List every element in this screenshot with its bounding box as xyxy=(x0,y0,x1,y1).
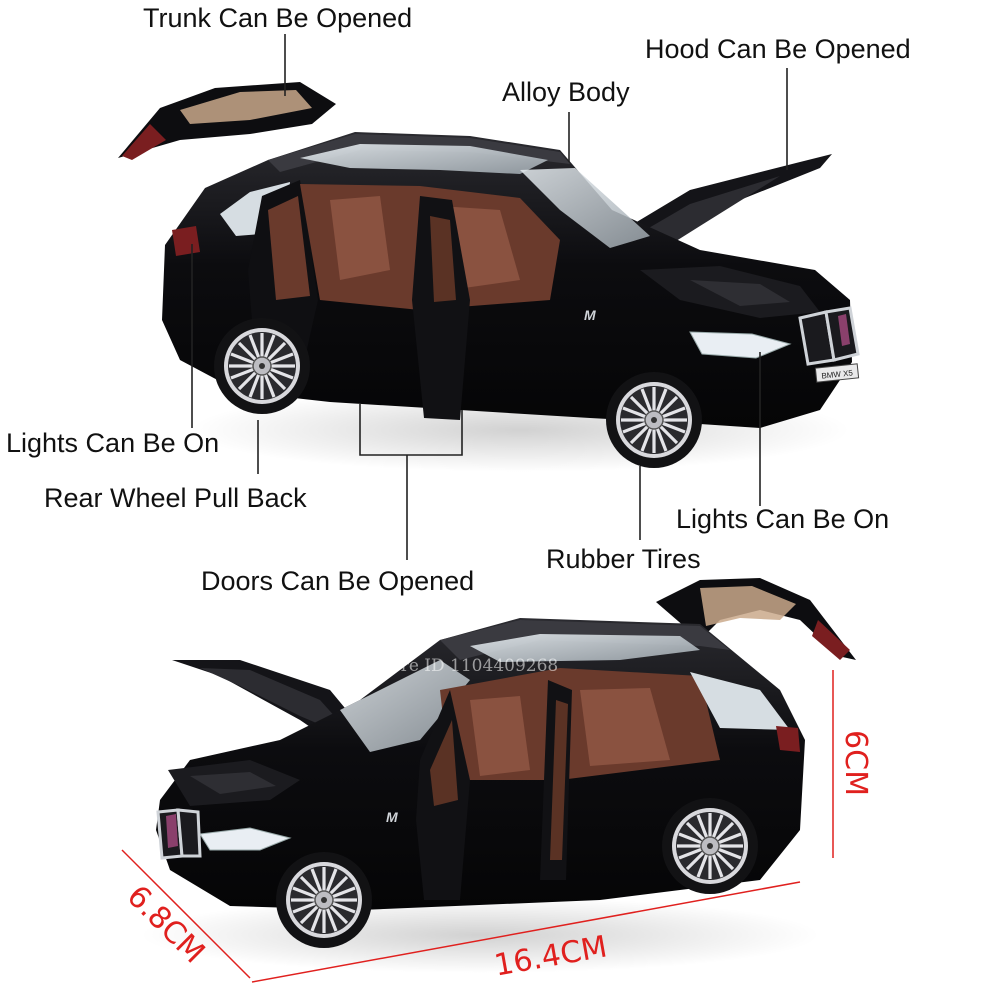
leader-lines xyxy=(191,34,788,560)
top-car-rear-wheel xyxy=(212,316,312,416)
bottom-car-front-wheel xyxy=(274,850,374,950)
callout-trunk: Trunk Can Be Opened xyxy=(143,3,413,33)
dim-line-length xyxy=(251,881,801,983)
callout-lights-left: Lights Can Be On xyxy=(6,428,220,458)
bottom-car: M xyxy=(140,578,856,973)
top-car-front-door xyxy=(412,196,470,420)
bottom-car-grille xyxy=(156,808,202,860)
callout-lights-right: Lights Can Be On xyxy=(676,504,890,534)
dimension-height: 6CM xyxy=(837,730,873,796)
callout-doors: Doors Can Be Opened xyxy=(201,566,475,596)
top-car-trunk-lid xyxy=(118,82,336,160)
top-car: BMW X5 M xyxy=(118,82,860,472)
top-car-plate: BMW X5 xyxy=(821,368,854,380)
top-car-front-wheel xyxy=(604,370,704,470)
bottom-car-headlight xyxy=(199,827,292,851)
leader-doors xyxy=(359,404,463,456)
bottom-car-m-badge: M xyxy=(386,809,398,825)
callout-rubber-tires: Rubber Tires xyxy=(546,544,701,574)
callout-rear-wheel: Rear Wheel Pull Back xyxy=(44,483,307,513)
dim-line-width xyxy=(121,849,251,979)
bottom-car-trunk-lid xyxy=(656,578,856,660)
callout-hood: Hood Can Be Opened xyxy=(645,34,911,64)
top-car-headlight xyxy=(689,331,792,359)
top-car-sunroof xyxy=(300,144,548,174)
bottom-car-sunroof xyxy=(470,634,700,662)
store-watermark: Store ID 1104409268 xyxy=(372,656,559,676)
bottom-car-rear-wheel xyxy=(660,796,760,896)
top-car-m-badge: M xyxy=(584,307,596,323)
dimension-lines xyxy=(121,670,834,983)
callout-alloy-body: Alloy Body xyxy=(502,77,630,107)
top-car-grille xyxy=(798,306,860,366)
